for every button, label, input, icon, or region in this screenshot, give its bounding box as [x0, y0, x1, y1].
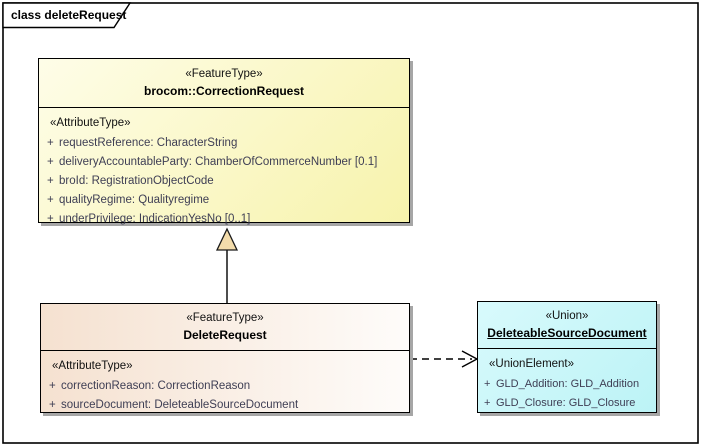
stereotype-label: «FeatureType»	[186, 312, 264, 324]
class-name: brocom::CorrectionRequest	[143, 84, 304, 98]
attribute-text: qualityRegime: Qualityregime	[59, 194, 210, 206]
class-name: DeleteableSourceDocument	[487, 326, 647, 340]
visibility-sign: +	[484, 378, 491, 390]
visibility-sign: +	[47, 156, 54, 168]
attribute-row: + GLD_Closure: GLD_Closure	[478, 394, 656, 413]
visibility-sign: +	[49, 399, 56, 411]
generalization-arrowhead-icon	[215, 227, 239, 251]
attribute-row: + broId: RegistrationObjectCode	[39, 172, 409, 191]
class-header: «Union» DeleteableSourceDocument	[478, 302, 656, 349]
class-box-correction-request[interactable]: «FeatureType» brocom::CorrectionRequest …	[38, 58, 410, 225]
generalization-connector[interactable]	[215, 227, 239, 303]
stereotype-label: «FeatureType»	[185, 68, 263, 80]
attribute-compartment: «AttributeType» + requestReference: Char…	[39, 108, 409, 229]
attribute-text: correctionReason: CorrectionReason	[61, 380, 251, 392]
attribute-text: requestReference: CharacterString	[59, 137, 238, 149]
class-box-deleteable-source-document[interactable]: «Union» DeleteableSourceDocument «UnionE…	[477, 301, 657, 413]
attribute-row: + sourceDocument: DeleteableSourceDocume…	[41, 396, 409, 415]
visibility-sign: +	[47, 213, 54, 225]
frame-title-tab	[2, 2, 132, 29]
attribute-compartment: «UnionElement» + GLD_Addition: GLD_Addit…	[478, 349, 656, 413]
section-label: «AttributeType»	[52, 360, 133, 372]
attribute-text: GLD_Addition: GLD_Addition	[496, 378, 640, 390]
attribute-row: + deliveryAccountableParty: ChamberOfCom…	[39, 153, 409, 172]
visibility-sign: +	[484, 397, 491, 409]
attribute-row: + GLD_Addition: GLD_Addition	[478, 375, 656, 394]
attribute-row: + requestReference: CharacterString	[39, 134, 409, 153]
attribute-row: + underPrivilege: IndicationYesNo [0..1]	[39, 210, 409, 229]
attribute-row: + qualityRegime: Qualityregime	[39, 191, 409, 210]
visibility-sign: +	[47, 194, 54, 206]
class-header: «FeatureType» DeleteRequest	[41, 304, 409, 351]
attribute-row: + correctionReason: CorrectionReason	[41, 377, 409, 396]
visibility-sign: +	[47, 137, 54, 149]
class-box-delete-request[interactable]: «FeatureType» DeleteRequest «AttributeTy…	[40, 303, 410, 413]
visibility-sign: +	[47, 175, 54, 187]
attribute-text: broId: RegistrationObjectCode	[59, 175, 214, 187]
class-header: «FeatureType» brocom::CorrectionRequest	[39, 59, 409, 108]
attribute-text: deliveryAccountableParty: ChamberOfComme…	[59, 156, 378, 168]
attribute-text: underPrivilege: IndicationYesNo [0..1]	[59, 213, 251, 225]
stereotype-label: «Union»	[545, 310, 589, 322]
frame-title: class deleteRequest	[11, 8, 127, 22]
section-label: «UnionElement»	[489, 358, 575, 370]
attribute-text: sourceDocument: DeleteableSourceDocument	[61, 399, 299, 411]
visibility-sign: +	[49, 380, 56, 392]
attribute-text: GLD_Closure: GLD_Closure	[496, 397, 636, 409]
class-name: DeleteRequest	[183, 328, 267, 342]
attribute-compartment: «AttributeType» + correctionReason: Corr…	[41, 351, 409, 415]
section-label: «AttributeType»	[50, 117, 131, 129]
